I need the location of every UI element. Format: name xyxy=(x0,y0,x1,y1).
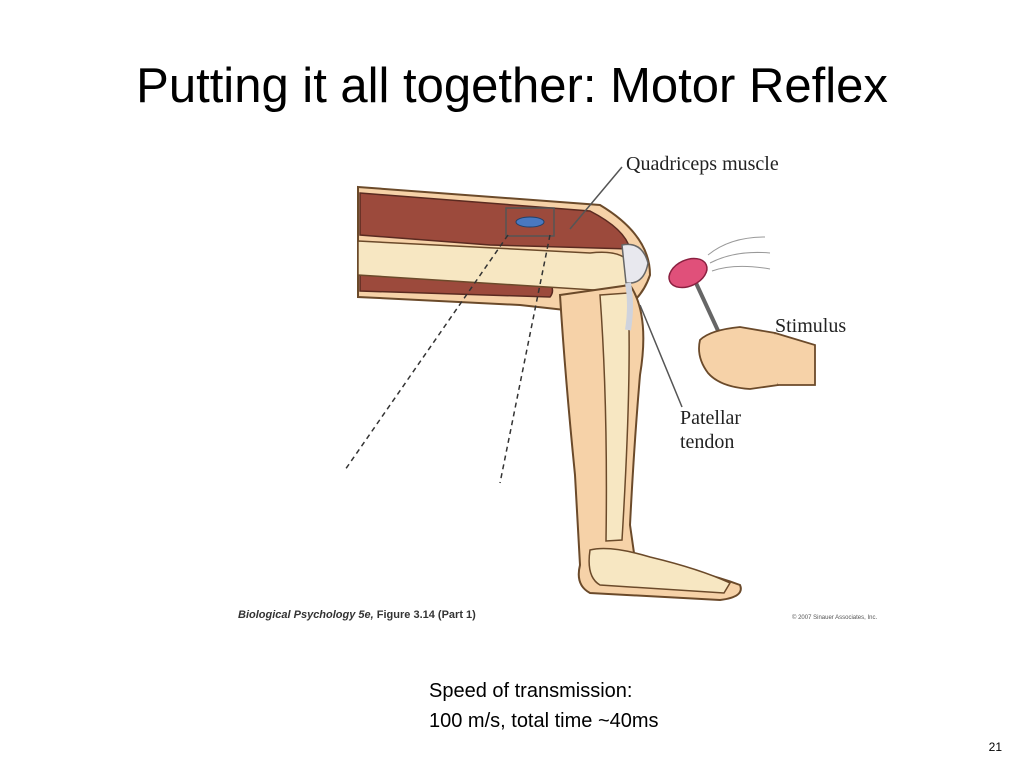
reflex-hammer xyxy=(668,236,771,336)
caption-figure-ref: Figure 3.14 (Part 1) xyxy=(376,609,476,621)
note-line-2: 100 m/s, total time ~40ms xyxy=(429,710,659,732)
figure-caption: Biological Psychology 5e, Figure 3.14 (P… xyxy=(238,609,476,621)
muscle-spindle xyxy=(515,216,545,228)
hand xyxy=(698,326,785,390)
foot-bones xyxy=(588,547,732,594)
label-patellar: Patellar xyxy=(680,407,742,429)
leader-quadriceps xyxy=(569,166,623,230)
figure-copyright: © 2007 Sinauer Associates, Inc. xyxy=(792,615,878,621)
knee-reflex-figure: Quadriceps muscle Stimulus Patellar tend… xyxy=(230,145,910,635)
leg-illustration xyxy=(344,166,816,602)
slide-title: Putting it all together: Motor Reflex xyxy=(136,59,888,113)
label-stimulus: Stimulus xyxy=(775,315,847,337)
spindle-box xyxy=(505,207,555,237)
patella xyxy=(621,243,649,284)
note-line-1: Speed of transmission: xyxy=(429,680,633,702)
zoom-line-right xyxy=(499,234,551,484)
leader-patellar xyxy=(639,304,683,408)
tibia-bone xyxy=(599,292,630,542)
label-quadriceps-muscle: Quadriceps muscle xyxy=(626,153,779,175)
patellar-tendon-shape xyxy=(625,282,633,331)
page-number: 21 xyxy=(988,740,1002,754)
caption-source: Biological Psychology 5e, xyxy=(238,609,374,621)
zoom-line-left xyxy=(344,234,509,471)
label-tendon: tendon xyxy=(680,431,735,453)
quadriceps-muscle-shape xyxy=(359,192,631,250)
transmission-note: Speed of transmission: 100 m/s, total ti… xyxy=(429,676,659,736)
